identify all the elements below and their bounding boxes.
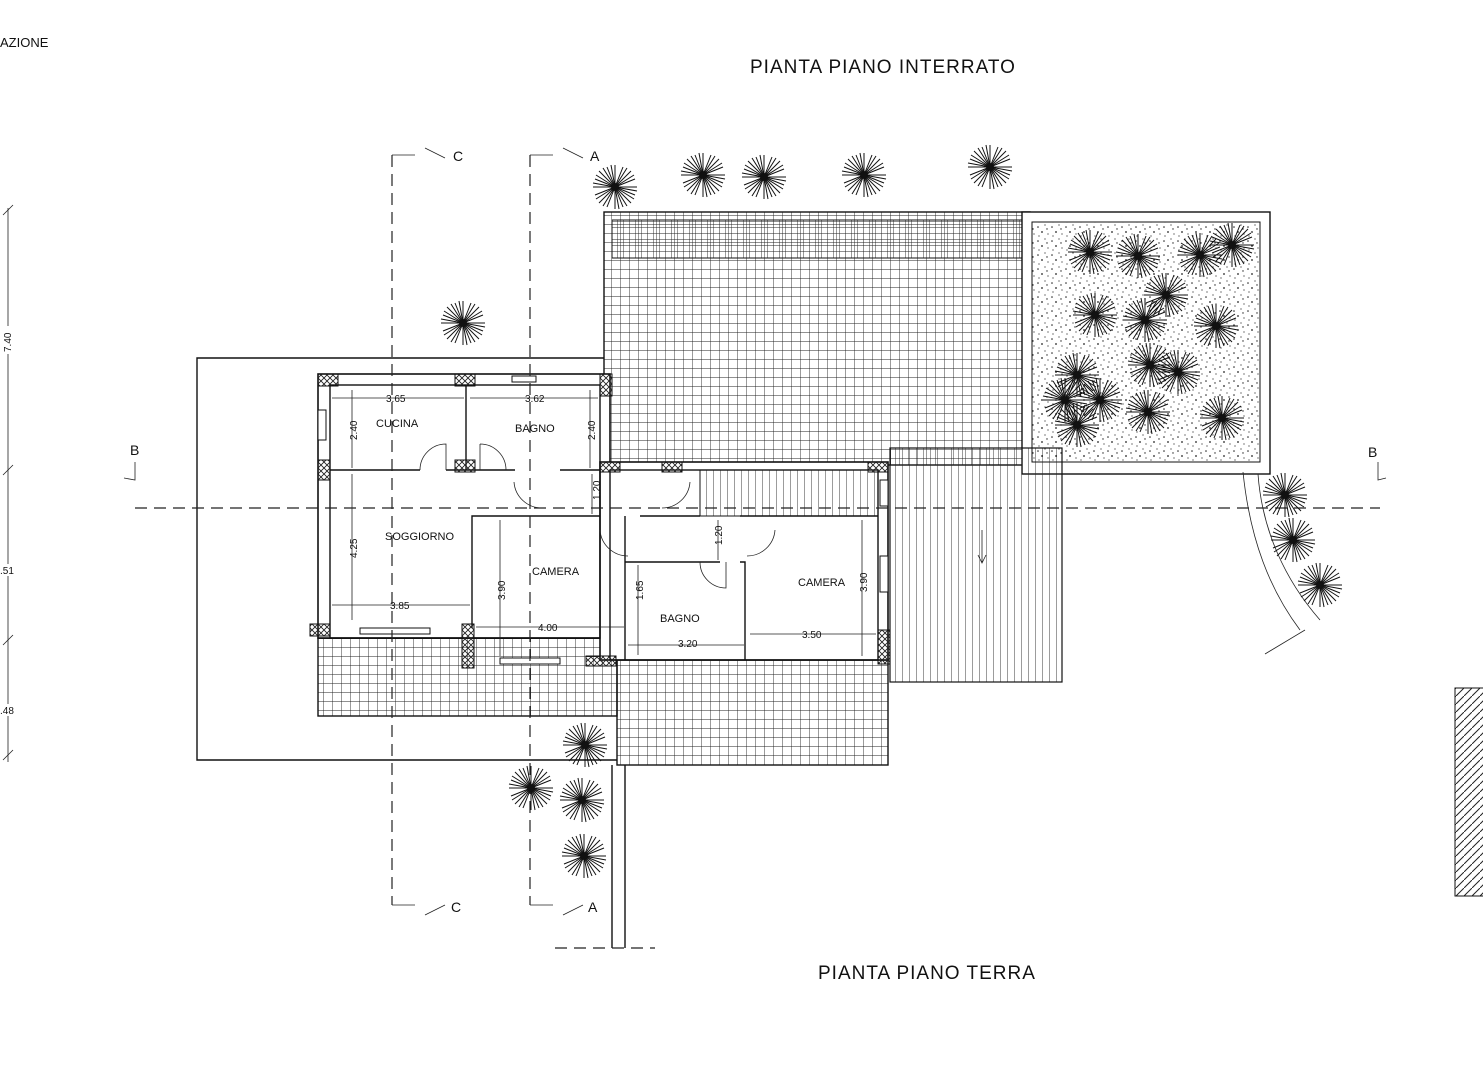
dim-hall2-height: 1.20 [714, 525, 725, 545]
tree-icon [741, 154, 787, 200]
dim-soggiorno-width: 3.85 [390, 601, 410, 612]
dim-soggiorno-height: 4.25 [349, 538, 360, 558]
dim-bagno-width: 3.62 [525, 394, 545, 405]
slope-arrow-icon [977, 530, 987, 564]
wooden-deck [889, 447, 1063, 683]
site-boundary [196, 357, 617, 761]
tree-icon [1199, 395, 1245, 441]
side-dim-2: .51 [0, 566, 14, 577]
entrance-path [611, 765, 626, 948]
tree-icon [680, 152, 726, 198]
room-label-camera-2: CAMERA [798, 577, 846, 589]
tree-icon [508, 765, 554, 811]
tree-icon [967, 144, 1013, 190]
room-label-camera: CAMERA [532, 566, 580, 578]
dim-camera-width: 4.00 [538, 623, 558, 634]
dim-bagno-height: 2.40 [587, 420, 598, 440]
section-a-top: A [590, 148, 600, 164]
room-label-bagno: BAGNO [515, 423, 555, 435]
dim-cucina-width: 3.65 [386, 394, 406, 405]
tree-icon [1125, 389, 1171, 435]
paved-strip [611, 219, 1023, 259]
dim-bagno2-height: 1.65 [635, 580, 646, 600]
tree-icon [1115, 233, 1161, 279]
side-dim-1: 7.40 [3, 332, 14, 352]
tree-icon [1155, 349, 1201, 395]
tree-icon [1054, 402, 1100, 448]
room-label-cucina: CUCINA [376, 418, 419, 430]
cut-off-label: AZIONE [0, 35, 49, 50]
side-dimension-line: 7.40 .51 .48 [0, 204, 16, 762]
section-a-bottom: A [588, 899, 598, 915]
tree-icon [1122, 297, 1168, 343]
tree-icon [559, 777, 605, 823]
dim-cucina-height: 2.40 [349, 420, 360, 440]
tree-icon [1193, 303, 1239, 349]
room-label-bagno-2: BAGNO [660, 613, 700, 625]
tree-icon [841, 152, 887, 198]
tree-icon [592, 164, 638, 210]
dim-bagno2-width: 3.20 [678, 639, 698, 650]
tree-icon [1262, 472, 1308, 518]
dim-hall-height: 1.20 [592, 480, 603, 500]
title-basement-plan: PIANTA PIANO INTERRATO [750, 57, 1016, 78]
tree-icon [1067, 229, 1113, 275]
dim-camera2-width: 3.50 [802, 630, 822, 641]
side-dim-3: .48 [0, 706, 14, 717]
tree-icon [1297, 562, 1343, 608]
tree-icon [1072, 292, 1118, 338]
title-ground-floor-plan: PIANTA PIANO TERRA [818, 963, 1036, 984]
section-c-bottom: C [451, 899, 461, 915]
terrace-right [616, 659, 889, 766]
room-label-soggiorno: SOGGIORNO [385, 531, 455, 543]
house-walls [309, 373, 891, 669]
section-b-left: B [130, 442, 139, 458]
tree-icon [562, 722, 608, 768]
dim-camera2-height: 3.90 [859, 572, 870, 592]
section-c-top: C [453, 148, 463, 164]
dim-camera-height: 3.90 [497, 580, 508, 600]
hatched-wall [1454, 687, 1483, 897]
tree-icon [561, 833, 607, 879]
section-lines [123, 147, 1387, 916]
curved-path [1242, 471, 1321, 655]
tree-icon [1270, 517, 1316, 563]
tree-icon [1209, 222, 1255, 268]
dimension-lines [332, 390, 876, 656]
section-b-right: B [1368, 444, 1377, 460]
tree-icon [440, 300, 486, 346]
